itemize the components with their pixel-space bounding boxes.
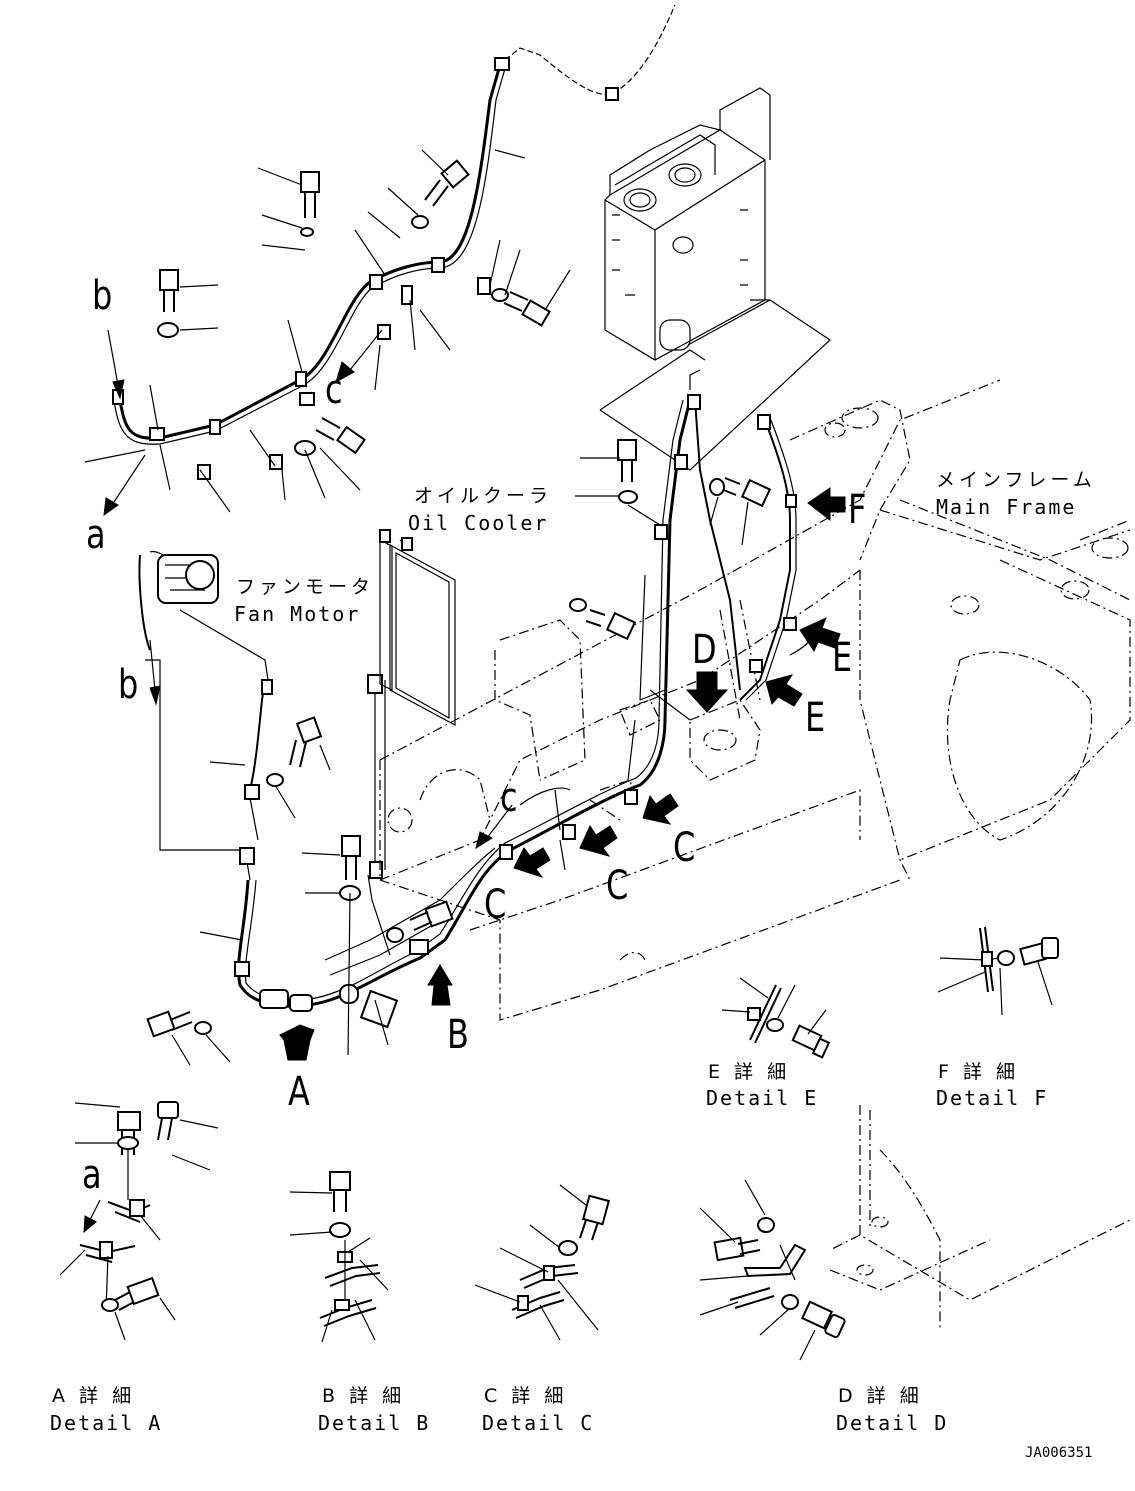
valve-block xyxy=(599,87,831,471)
misc-leaders xyxy=(519,574,646,871)
main-frame-label-jp: メインフレーム xyxy=(936,469,1096,491)
oil-cooler-label-en: Oil Cooler xyxy=(408,511,549,535)
label-b-left: b xyxy=(118,662,139,708)
detail-d-caption-en: Detail D xyxy=(836,1411,949,1435)
label-a-detail: a xyxy=(82,1152,102,1198)
label-c-mid: c xyxy=(500,775,518,821)
label-D: D xyxy=(692,627,717,673)
detail-f-drawing xyxy=(937,926,1059,1016)
label-E-1: E xyxy=(832,635,853,681)
fan-motor-label-jp: ファンモータ xyxy=(236,576,375,598)
drawing-code: JA006351 xyxy=(1025,1445,1093,1461)
main-frame-label-en: Main Frame xyxy=(936,495,1077,519)
detail-b-drawing xyxy=(289,1171,389,1343)
detail-e-caption-en: Detail E xyxy=(706,1086,819,1110)
right-hoses xyxy=(279,369,846,1061)
detail-c-drawing xyxy=(474,1184,610,1341)
detail-a-caption-jp: A 詳 細 xyxy=(52,1385,136,1407)
detail-e-caption-jp: E 詳 細 xyxy=(708,1061,791,1083)
detail-f-caption-en: Detail F xyxy=(936,1086,1049,1110)
detail-a-drawing xyxy=(59,1101,219,1341)
label-E-2: E xyxy=(805,695,826,741)
detail-d-caption-jp: D 詳 細 xyxy=(838,1385,923,1407)
detail-a-caption-en: Detail A xyxy=(50,1411,163,1435)
detail-e-drawing xyxy=(721,977,831,1059)
oil-cooler-label-jp: オイルクーラ xyxy=(414,485,553,507)
detail-b-caption-jp: B 詳 細 xyxy=(322,1385,406,1407)
label-C-2: C xyxy=(606,863,629,909)
detail-c-caption-jp: C 詳 細 xyxy=(484,1385,568,1407)
label-F: F xyxy=(848,487,867,533)
label-B: B xyxy=(447,1012,469,1058)
detail-c-caption-en: Detail C xyxy=(482,1411,595,1435)
label-b-top: b xyxy=(92,273,113,319)
label-C-1: C xyxy=(673,825,696,871)
detail-f-caption-jp: F 詳 細 xyxy=(938,1061,1020,1083)
detail-b-caption-en: Detail B xyxy=(318,1411,431,1435)
oil-cooler xyxy=(379,529,456,727)
label-C-3: C xyxy=(484,882,507,928)
top-hose-assembly xyxy=(84,4,676,517)
label-c-top: c xyxy=(325,367,343,413)
label-A: A xyxy=(288,1069,310,1115)
fan-motor-label-en: Fan Motor xyxy=(234,602,361,626)
fan-motor-hose xyxy=(138,399,692,1066)
detail-d-drawing xyxy=(699,1105,1131,1361)
label-a-top: a xyxy=(86,512,106,558)
